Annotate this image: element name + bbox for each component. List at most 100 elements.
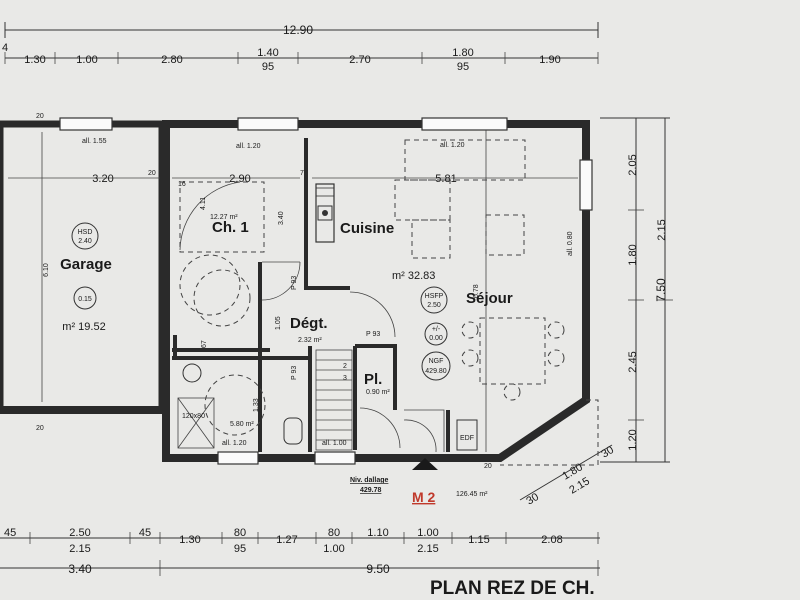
niv-dallage-label: Niv. dallage <box>350 477 388 484</box>
bathroom: 120x80 5.80 m² 1.33 P 93 all. 1.20 <box>177 363 303 449</box>
wall-thickness-label: 7 <box>300 170 304 177</box>
sdb-dim-label: 1.33 <box>253 398 260 412</box>
total-area: 126.45 m² <box>456 491 488 498</box>
sejour-level-sign: +/- <box>432 326 441 333</box>
right-dimensions: 2.05 1.80 2.45 1.20 2.15 7.50 30 1.80 2.… <box>519 117 673 508</box>
degt-area: 2.32 m² <box>298 337 322 344</box>
level-marker-icon <box>73 286 97 310</box>
sink-icon <box>182 363 202 383</box>
section-mark: M 2 <box>412 489 436 505</box>
entry-window-label: all. 1.00 <box>322 440 347 447</box>
cooktop-icon <box>315 183 335 243</box>
sejour-dim-label: 6.78 <box>473 284 480 298</box>
pl-area: 0.90 m² <box>366 389 390 396</box>
dim-label: 2.70 <box>349 54 370 66</box>
garage-window-label: all. 1.55 <box>82 138 107 145</box>
overall-depth-label: 7.50 <box>654 278 668 302</box>
ch1-door-label: 16 <box>178 181 186 188</box>
dim-label: 1.00 <box>323 543 344 555</box>
level-marker-icon <box>424 322 448 346</box>
dim-label: 1.00 <box>417 527 438 539</box>
sdb-area: 5.80 m² <box>230 421 254 428</box>
dim-label: 2.15 <box>417 543 438 555</box>
hsd-marker-icon <box>71 222 99 250</box>
dim-label: 30 <box>599 444 616 461</box>
pl-name: Pl. <box>364 371 382 388</box>
shower-label: 120x80 <box>182 413 205 420</box>
edf-label: EDF <box>460 435 474 442</box>
dim-label: 2.45 <box>627 351 639 372</box>
hsfp-marker-icon <box>420 286 448 314</box>
sejour-side-window-label: all. 0.80 <box>567 231 574 256</box>
staircase: 2 3 Pl. 0.90 m² all. 1.00 <box>315 349 401 451</box>
overall-right-label: 9.50 <box>366 562 390 576</box>
overall-width-label: 12.90 <box>283 23 313 37</box>
garage-hsd-label: HSD <box>78 229 93 236</box>
garage-area: m² 19.52 <box>62 321 105 333</box>
sejour-ngf-label: NGF <box>429 358 444 365</box>
ch1-window-label: all. 1.20 <box>236 143 261 150</box>
dim-label: 2.08 <box>541 534 562 546</box>
dim-label: 80 <box>234 527 246 539</box>
dim-label: 45 <box>4 527 16 539</box>
sejour-hsfp-value: 2.50 <box>427 302 441 309</box>
ch1-name: Ch. 1 <box>212 219 249 236</box>
dim-label: 30 <box>524 491 541 508</box>
edf-box <box>456 419 478 451</box>
dim-label: 2.50 <box>69 527 90 539</box>
edge-num-label: 4 <box>2 42 8 54</box>
dim-label: 80 <box>328 527 340 539</box>
cuisine-name: Cuisine <box>340 220 394 237</box>
sejour-name: Séjour <box>466 290 513 307</box>
overall-left-label: 3.40 <box>68 562 92 576</box>
ch1-area: 12.27 m² <box>210 214 238 221</box>
degt-dim-label: 1.05 <box>275 316 282 330</box>
dim-label: 2.05 <box>627 154 639 175</box>
step-number: 3 <box>343 375 347 382</box>
dim-label: 1.90 <box>539 54 560 66</box>
degt-door1-label: P 93 <box>291 276 298 290</box>
hallway: P 93 P 93 Dégt. 2.32 m² 1.05 67 <box>193 261 396 348</box>
garage-depth-label: 6.10 <box>43 263 50 277</box>
dim-label: 1.80 <box>452 47 473 59</box>
dim-label: 1.40 <box>257 47 278 59</box>
dim-label: 1.20 <box>627 429 639 450</box>
kitchen-living: all. 1.20 5.81 7 Cuisine m² 32.83 all. 0… <box>300 130 578 452</box>
dim-label: 95 <box>262 61 274 73</box>
dim-label: 67 <box>201 340 208 348</box>
plan-annotations: Niv. dallage 429.78 M 2 126.45 m² <box>350 458 488 505</box>
garage-room: all. 1.55 3.20 6.10 HSD 2.40 Garage 0.15… <box>8 113 160 432</box>
ch1-dim1-label: 4.11 <box>200 197 207 210</box>
sejour-ngf-value: 429.80 <box>425 368 447 375</box>
dim-label: 1.80 <box>627 244 639 265</box>
dim-label: 95 <box>457 61 469 73</box>
degt-name: Dégt. <box>290 315 328 332</box>
wall-thickness-label: 20 <box>148 170 156 177</box>
sdb-window-label: all. 1.20 <box>222 440 247 447</box>
dim-label: 1.30 <box>24 54 45 66</box>
garage-name: Garage <box>60 256 112 273</box>
sejour-hsfp-label: HSFP <box>425 293 444 300</box>
toilet-icon <box>283 417 303 445</box>
garage-hsd-value: 2.40 <box>78 238 92 245</box>
plan-title: PLAN REZ DE CH. <box>430 578 595 599</box>
dim-label: 1.30 <box>179 534 200 546</box>
cuisine-window-label: all. 1.20 <box>440 142 465 149</box>
step-number: 2 <box>343 363 347 370</box>
dim-label: 2.15 <box>69 543 90 555</box>
dim-label: 1.15 <box>468 534 489 546</box>
dim-label: 2.15 <box>656 219 668 240</box>
dim-label: 1.27 <box>276 534 297 546</box>
dim-label: 1.10 <box>367 527 388 539</box>
windows <box>59 117 593 465</box>
north-arrow-icon <box>412 458 438 470</box>
garage-level-value: 0.15 <box>78 296 92 303</box>
wall-thickness-label: 20 <box>36 425 44 432</box>
wall-thickness-label: 20 <box>36 113 44 120</box>
ch1-dim2-label: 3.40 <box>278 211 285 225</box>
top-dimensions: 12.90 4 1.30 1.00 2.80 1.40 95 2.70 1.80… <box>2 22 599 73</box>
wall-thickness-label: 20 <box>484 463 492 470</box>
dim-label: 45 <box>139 527 151 539</box>
degt-door2-label: P 93 <box>366 331 380 338</box>
